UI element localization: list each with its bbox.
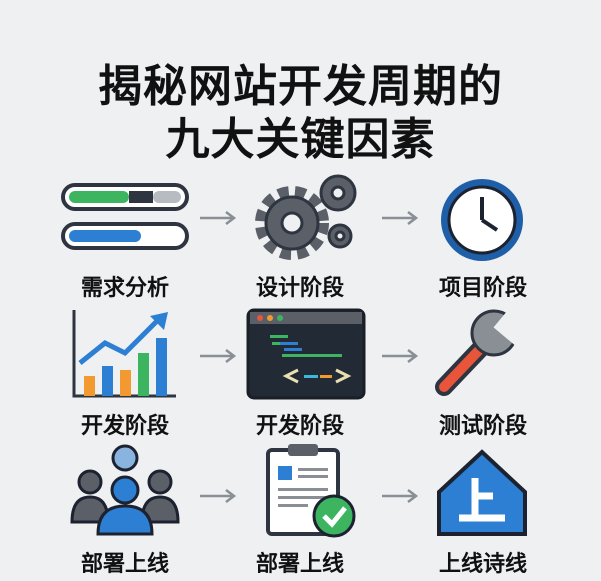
gears-icon [255, 174, 357, 260]
item-label: 部署上线 [255, 552, 344, 577]
arrow-right-icon [200, 489, 237, 503]
item-label: 项目阶段 [438, 276, 527, 301]
clock-icon [441, 179, 523, 261]
item-label: 需求分析 [80, 276, 169, 301]
item-label: 上线诗线 [438, 552, 527, 577]
title-line-1: 揭秘网站开发周期的 [98, 61, 503, 112]
item-label: 开发阶段 [255, 414, 344, 439]
item-label: 测试阶段 [438, 414, 527, 439]
item-label: 开发阶段 [80, 414, 169, 439]
progress-bars-icon [61, 183, 189, 250]
arrow-right-icon [382, 211, 419, 225]
wrench-icon [435, 309, 522, 396]
item-label: 设计阶段 [255, 276, 344, 301]
clipboard-check-icon [266, 444, 356, 538]
arrow-right-icon [382, 489, 419, 503]
team-icon [70, 444, 180, 536]
title-line-2: 九大关键因素 [165, 114, 436, 165]
bar-chart-icon [72, 310, 176, 398]
arrow-right-icon [200, 349, 237, 363]
arrow-right-icon [200, 211, 237, 225]
code-window-icon [246, 308, 366, 400]
arrow-right-icon [382, 349, 419, 363]
home-up-icon [437, 449, 527, 536]
item-label: 部署上线 [80, 552, 169, 577]
